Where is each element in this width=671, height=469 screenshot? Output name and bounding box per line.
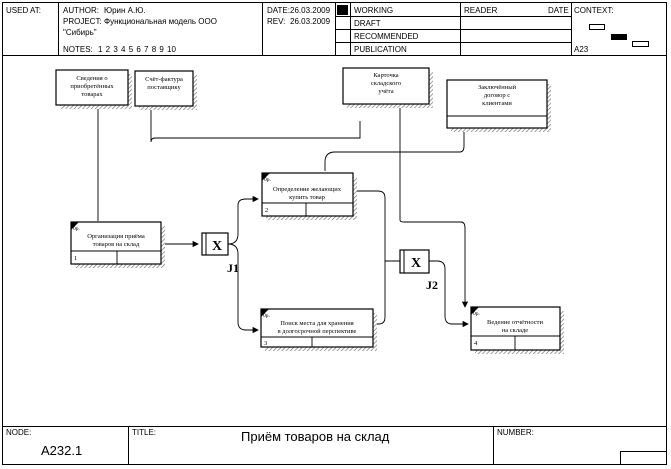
- box-title: купить товар: [289, 194, 325, 201]
- footer-top-rule: [2, 426, 667, 427]
- junction-label: J2: [426, 278, 438, 292]
- label-line: приобретённых: [70, 83, 114, 90]
- header-row-rule: [335, 29, 571, 30]
- arrow-line: [227, 243, 259, 334]
- notes-label: NOTES:: [63, 45, 93, 54]
- box-title: Организация приёма: [87, 233, 145, 240]
- header-row-rule: [335, 16, 571, 17]
- junction-symbol: X: [411, 256, 421, 271]
- project-value-line1: Функциональная модель ООО: [104, 17, 217, 26]
- box-ref: 0р.: [73, 226, 81, 232]
- junction-label: J1: [227, 261, 239, 275]
- box-number: 4: [474, 340, 478, 347]
- footer-divider: [493, 426, 494, 465]
- rev-value: 26.03.2009: [290, 17, 331, 26]
- label-box-mech2: Заключённый договор с клиентами: [446, 79, 551, 132]
- label-box-input1: Сведения о приобретённых товарах: [55, 69, 132, 109]
- label-box-input2: Счёт-фактура поставщику: [134, 70, 197, 110]
- box-title: на складе: [502, 327, 528, 334]
- node-label: NODE:: [6, 428, 32, 437]
- date-value: 26.03.2009: [290, 6, 331, 15]
- label-line: Счёт-фактура: [145, 76, 183, 83]
- context-node: A23: [574, 45, 589, 54]
- label-line: поставщику: [147, 84, 181, 91]
- header-divider: [571, 2, 572, 56]
- arrow-line: [150, 95, 361, 143]
- header-divider: [262, 2, 263, 56]
- reader-label: READER: [464, 6, 498, 15]
- status-recommended: RECOMMENDED: [354, 32, 419, 41]
- title-label: TITLE:: [132, 428, 157, 437]
- label-line: товарах: [81, 91, 103, 98]
- page-title: Приём товаров на склад: [241, 429, 390, 444]
- arrow-line: [353, 190, 400, 262]
- box-title: товаров на склад: [93, 241, 140, 248]
- node-value: A232.1: [41, 443, 83, 458]
- box-ref: 0р.: [264, 177, 272, 183]
- box-title: в долгосрочной перспективе: [278, 328, 357, 335]
- project-label: PROJECT:: [63, 17, 102, 26]
- status-working: WORKING: [354, 6, 394, 15]
- working-status-marker: [337, 5, 348, 15]
- arrow-line: [373, 261, 386, 325]
- used-at-label: USED AT:: [6, 6, 41, 15]
- label-line: Сведения о: [76, 75, 107, 82]
- activity-box-4[interactable]: 0р. Ведение отчётности на складе 4: [470, 306, 564, 354]
- header-bottom-rule: [2, 55, 667, 56]
- context-box: [632, 41, 649, 47]
- context-box: [589, 24, 605, 30]
- arrow-line: [324, 130, 465, 171]
- label-box-mech1: Карточка складского учёта: [342, 67, 433, 108]
- header-row-rule: [335, 42, 571, 43]
- rev-label: REV:: [267, 17, 286, 26]
- notes-values: 1 2 3 4 5 6 7 8 9 10: [98, 45, 176, 54]
- status-publication: PUBLICATION: [354, 45, 407, 54]
- arrow-line: [227, 195, 259, 245]
- activity-box-1[interactable]: 0р. Организация приёма товаров на склад …: [70, 221, 165, 268]
- label-line: учёта: [378, 88, 393, 95]
- label-line: Заключённый: [478, 84, 517, 91]
- box-ref: 0р.: [473, 311, 481, 317]
- junction-symbol: X: [212, 239, 222, 254]
- box-number: 1: [74, 255, 77, 262]
- number-label: NUMBER:: [497, 428, 534, 437]
- label-line: договор с: [484, 92, 510, 99]
- box-number: 3: [264, 340, 267, 347]
- diagram-frame: [2, 2, 667, 465]
- author-value: Юрин А.Ю.: [104, 6, 146, 15]
- context-box-current: [611, 34, 627, 40]
- label-line: складского: [371, 80, 401, 87]
- junction-j1[interactable]: X J1: [201, 232, 239, 275]
- footer-divider: [128, 426, 129, 465]
- header-divider: [58, 2, 59, 56]
- reader-date-label: DATE: [548, 6, 569, 15]
- context-label: CONTEXT:: [574, 6, 614, 15]
- label-line: Карточка: [373, 72, 398, 79]
- box-title: Определение желающих: [273, 186, 342, 193]
- box-number: 2: [265, 207, 268, 214]
- activity-box-3[interactable]: 0р. Поиск места для хранения в долгосроч…: [260, 308, 377, 351]
- date-label: DATE:: [267, 6, 290, 15]
- box-title: Поиск места для хранения: [280, 320, 353, 327]
- label-line: клиентами: [482, 100, 512, 107]
- activity-box-2[interactable]: 0р. Определение желающих купить товар 2: [261, 172, 357, 220]
- junction-j2[interactable]: X J2: [399, 249, 438, 292]
- arrow-line: [399, 103, 469, 308]
- box-ref: 0р.: [263, 313, 271, 319]
- number-cell: [620, 451, 667, 465]
- box-title: Ведение отчётности: [487, 319, 543, 326]
- author-label: AUTHOR:: [63, 6, 99, 15]
- connection-lines: [97, 95, 469, 334]
- status-draft: DRAFT: [354, 19, 381, 28]
- arrow-line: [429, 260, 469, 328]
- project-value-line2: "Сибирь": [63, 28, 97, 37]
